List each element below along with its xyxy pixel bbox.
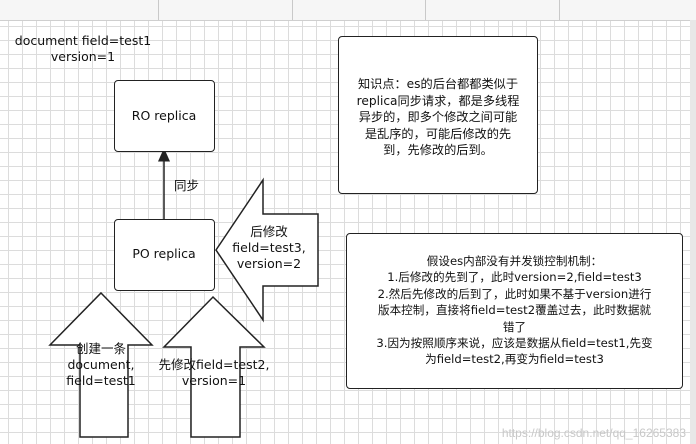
- knowledge-note-text: 知识点：es的后台都都类似于 replica同步请求，都是多线程 异步的，即多个…: [343, 76, 533, 159]
- po-replica-node[interactable]: PO replica: [114, 219, 215, 291]
- knowledge-line: replica同步请求，都是多线程: [356, 93, 520, 108]
- po-replica-label: PO replica: [132, 246, 196, 261]
- ro-replica-label: RO replica: [131, 108, 197, 123]
- document-label-line1: document field=test1: [14, 33, 152, 48]
- toolbar-divider: [559, 0, 560, 20]
- create-document-arrow[interactable]: [48, 291, 154, 438]
- first-modify-text: 先修改field=test2, version=1: [154, 357, 274, 389]
- knowledge-line: 异步的，即多个修改之间可能: [358, 110, 518, 124]
- assumption-line: 2.然后先修改的后到了，此时如果不基于version进行: [377, 286, 652, 301]
- scrollbar[interactable]: [690, 20, 696, 444]
- first-modify-arrow[interactable]: [162, 295, 266, 438]
- document-label: document field=test1 version=1: [8, 33, 158, 65]
- knowledge-line: 知识点：es的后台都都类似于: [357, 77, 519, 91]
- document-label-line2: version=1: [50, 49, 116, 64]
- later-modify-line2: field=test3,: [232, 240, 306, 255]
- toolbar-divider: [425, 0, 426, 20]
- later-modify-line3: version=2: [236, 256, 302, 271]
- create-document-text: 创建一条 document, field=test1: [50, 341, 152, 389]
- assumption-line: 为field=test2,再变为field=test3: [425, 352, 604, 367]
- assumption-line: 3.因为按照顺序来说，应该是数据从field=test1,先变: [376, 336, 653, 351]
- knowledge-line: 到，先修改的后到。: [383, 143, 493, 157]
- top-toolbar: [0, 0, 696, 21]
- later-modify-line1: 后修改: [250, 224, 288, 239]
- assumption-line: 错了: [502, 319, 527, 334]
- toolbar-divider: [158, 0, 159, 20]
- assumption-note-text: 假设es内部没有并发锁控制机制： 1.后修改的先到了，此时version=2,f…: [350, 253, 679, 368]
- knowledge-note[interactable]: 知识点：es的后台都都类似于 replica同步请求，都是多线程 异步的，即多个…: [338, 36, 538, 194]
- toolbar-divider: [292, 0, 293, 20]
- later-modify-arrow[interactable]: [215, 177, 319, 323]
- first-modify-line2: version=1: [181, 373, 247, 388]
- assumption-line: 1.后修改的先到了，此时version=2,field=test3: [387, 270, 642, 285]
- assumption-line: 版本控制，直接将field=test2覆盖过去，此时数据就: [377, 303, 652, 318]
- assumption-line: 假设es内部没有并发锁控制机制：: [426, 254, 603, 268]
- create-document-line2: document,: [67, 357, 135, 372]
- watermark: https://blog.csdn.net/qq_16265383: [501, 426, 686, 440]
- knowledge-line: 是乱序的，可能后修改的先: [364, 126, 512, 141]
- first-modify-line1: 先修改field=test2,: [158, 357, 270, 372]
- sync-label: 同步: [174, 178, 200, 193]
- assumption-note[interactable]: 假设es内部没有并发锁控制机制： 1.后修改的先到了，此时version=2,f…: [346, 233, 683, 389]
- ro-replica-node[interactable]: RO replica: [114, 80, 215, 152]
- later-modify-text: 后修改 field=test3, version=2: [228, 224, 310, 272]
- create-document-line1: 创建一条: [75, 341, 126, 356]
- create-document-line3: field=test1: [66, 373, 136, 388]
